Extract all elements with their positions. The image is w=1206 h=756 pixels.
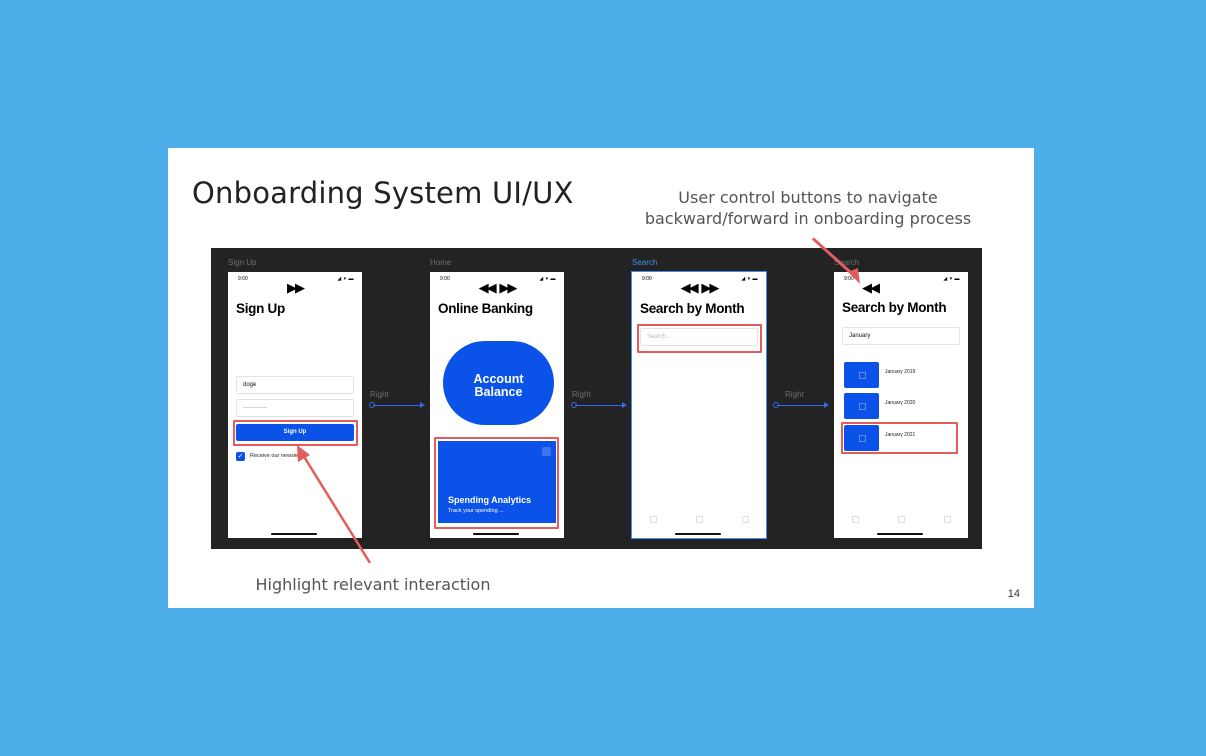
back-icon[interactable]: ◀◀: [478, 280, 497, 295]
balance-line1: Account: [473, 372, 524, 386]
connector-line: [373, 405, 422, 406]
callout-highlight: Highlight relevant interaction: [255, 575, 491, 594]
forward-icon[interactable]: ▶▶: [499, 280, 517, 295]
result-thumbnail[interactable]: [844, 362, 879, 388]
result-label[interactable]: January 2019: [885, 369, 916, 375]
phone-title: Online Banking: [438, 301, 533, 316]
connector-line: [575, 405, 624, 406]
arrow-head-icon: [622, 402, 627, 408]
connector-label: Right: [572, 390, 591, 399]
status-time: 9:00: [238, 276, 248, 282]
connector-label: Right: [785, 390, 804, 399]
arrow-head-icon: [420, 402, 425, 408]
tab-icon-3[interactable]: [742, 516, 749, 523]
tab-icon-1[interactable]: [852, 516, 859, 523]
status-bar: 9:00 ◢ ▾ ▬: [238, 276, 354, 283]
phone-title: Search by Month: [640, 301, 745, 316]
phone-title: Sign Up: [236, 301, 285, 316]
tab-icon-2[interactable]: [898, 516, 905, 523]
newsletter-checkbox[interactable]: ✓: [236, 452, 245, 461]
tab-icon-1[interactable]: [650, 516, 657, 523]
page-number: 14: [1007, 588, 1020, 600]
analytics-subtitle: Track your spending ...: [448, 508, 504, 514]
highlight-analytics-card: [434, 437, 559, 529]
connector-line: [777, 405, 826, 406]
slide: Onboarding System UI/UX User control but…: [168, 148, 1034, 608]
highlight-sign-up-button: [233, 420, 358, 446]
status-time: 9:00: [642, 276, 652, 282]
connector-label: Right: [370, 390, 389, 399]
frame-label-home: Home: [430, 258, 452, 267]
signal-icon: ◢ ▾ ▬: [337, 276, 354, 282]
tab-icon-3[interactable]: [944, 516, 951, 523]
home-indicator: [473, 533, 519, 535]
result-thumbnail[interactable]: [844, 425, 879, 451]
tab-bar: [646, 516, 752, 524]
signal-icon: ◢ ▾ ▬: [943, 276, 960, 282]
callout-navigation: User control buttons to navigate backwar…: [638, 187, 978, 229]
connector-right-2: Right: [571, 390, 628, 410]
prototype-canvas: Sign Up 9:00 ◢ ▾ ▬ ▶▶ Sign Up doge ······…: [211, 248, 982, 549]
tab-icon-2[interactable]: [696, 516, 703, 523]
connector-right-3: Right: [773, 390, 830, 410]
back-icon[interactable]: ◀◀: [862, 280, 880, 295]
arrow-head-icon: [824, 402, 829, 408]
tab-bar: [848, 516, 954, 524]
frame-label-signup: Sign Up: [228, 258, 257, 267]
status-bar: 9:00 ◢ ▾ ▬: [440, 276, 556, 283]
username-field[interactable]: doge: [236, 376, 354, 394]
highlight-search-input: [637, 324, 762, 353]
callout-navigation-line2: backward/forward in onboarding process: [644, 209, 972, 228]
card-icon: [542, 447, 551, 456]
frame-label-search-results: Search: [834, 258, 860, 267]
connector-right-1: Right: [369, 390, 426, 410]
signal-icon: ◢ ▾ ▬: [539, 276, 556, 282]
highlight-result-item: [841, 422, 958, 454]
phone-frame-signup[interactable]: 9:00 ◢ ▾ ▬ ▶▶ Sign Up doge ············ S…: [228, 272, 362, 538]
analytics-title: Spending Analytics: [448, 495, 532, 505]
phone-frame-search[interactable]: 9:00 ◢ ▾ ▬ ◀◀ ▶▶ Search by Month Search..…: [631, 271, 767, 539]
home-indicator: [271, 533, 317, 535]
frame-label-search: Search: [632, 258, 658, 267]
sign-up-button[interactable]: Sign Up: [236, 424, 354, 441]
home-indicator: [675, 533, 721, 535]
search-input[interactable]: January: [842, 327, 960, 345]
signal-icon: ◢ ▾ ▬: [741, 276, 758, 282]
back-icon[interactable]: ◀◀: [680, 280, 699, 295]
password-field[interactable]: ············: [236, 399, 354, 417]
status-bar: 9:00 ◢ ▾ ▬: [642, 276, 758, 283]
home-indicator: [877, 533, 923, 535]
callout-navigation-line1: User control buttons to navigate: [678, 188, 938, 207]
status-time: 9:00: [440, 276, 450, 282]
search-input[interactable]: Search...: [640, 328, 758, 346]
result-label[interactable]: January 2020: [885, 400, 916, 406]
result-label[interactable]: January 2021: [885, 432, 916, 438]
phone-frame-home[interactable]: 9:00 ◢ ▾ ▬ ◀◀ ▶▶ Online Banking Account B…: [430, 272, 564, 538]
newsletter-label: Receive our newsletter: [250, 453, 306, 459]
account-balance-card[interactable]: Account Balance: [443, 341, 554, 425]
forward-icon[interactable]: ▶▶: [701, 280, 719, 295]
slide-title: Onboarding System UI/UX: [192, 176, 574, 210]
spending-analytics-card[interactable]: Spending Analytics Track your spending .…: [438, 441, 556, 523]
forward-icon[interactable]: ▶▶: [287, 280, 305, 295]
phone-frame-search-results[interactable]: 9:00◢ ▾ ▬ ◀◀ Search by Month January Jan…: [834, 272, 968, 538]
result-thumbnail[interactable]: [844, 393, 879, 419]
phone-title: Search by Month: [842, 300, 947, 315]
balance-line2: Balance: [474, 385, 523, 399]
